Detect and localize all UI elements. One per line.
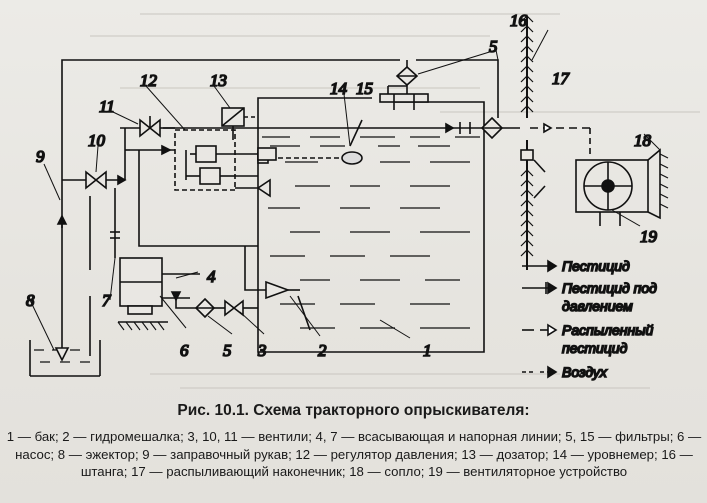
pressure-line bbox=[89, 188, 120, 356]
legend-label: Пестицид bbox=[562, 258, 630, 274]
label-pump: 6 bbox=[180, 341, 189, 360]
label-filter-lid: 15 bbox=[356, 79, 373, 98]
label-level-meter: 14 bbox=[330, 79, 348, 98]
pressure-regulator bbox=[174, 129, 236, 191]
legend-label: Распыленный bbox=[562, 322, 654, 338]
mixer-line bbox=[138, 150, 266, 291]
legend-sprayed: Распыленный пестицид bbox=[522, 321, 654, 357]
label-tank: 1 bbox=[423, 341, 432, 360]
label-filter-top: 5 bbox=[489, 37, 498, 56]
legend-air: Воздух bbox=[522, 363, 609, 381]
legend-label: Воздух bbox=[562, 364, 608, 380]
label-suction-line: 4 bbox=[207, 267, 216, 286]
label-hydromixer: 2 bbox=[318, 341, 327, 360]
valve-10 bbox=[62, 128, 130, 190]
filter-tank-lid bbox=[379, 85, 429, 110]
label-valve-3: 3 bbox=[257, 341, 267, 360]
label-fan: 19 bbox=[640, 227, 658, 246]
doser bbox=[221, 107, 258, 140]
label-spray-tip: 17 bbox=[552, 69, 571, 88]
sprayer-schematic: 1 2 3 4 5 5 6 7 8 9 10 11 12 13 14 15 16… bbox=[25, 10, 700, 389]
label-pressure-line: 7 bbox=[102, 291, 112, 310]
figure-explanation: 1 — бак; 2 — гидромешалка; 3, 10, 11 — в… bbox=[6, 429, 702, 479]
callout-labels: 1 2 3 4 5 5 6 7 8 9 10 11 12 13 14 15 16… bbox=[25, 10, 658, 361]
filter-top bbox=[395, 60, 419, 96]
tank bbox=[257, 97, 485, 353]
legend-label: Пестицид под bbox=[562, 280, 657, 296]
label-doser: 13 bbox=[210, 71, 227, 90]
label-fill-hose: 9 bbox=[36, 147, 45, 166]
figure-caption: Рис. 10.1. Схема тракторного опрыскивате… bbox=[177, 402, 530, 419]
label-filter-bottom: 5 bbox=[223, 341, 232, 360]
label-boom: 16 bbox=[510, 11, 528, 30]
pump bbox=[117, 257, 200, 331]
legend-pesticide: Пестицид bbox=[522, 257, 631, 275]
label-nozzle: 18 bbox=[634, 131, 652, 150]
fan-unit bbox=[575, 148, 669, 226]
legend-pressure: Пестицид под давлением bbox=[522, 279, 658, 315]
label-valve-10: 10 bbox=[88, 131, 106, 150]
boom bbox=[520, 15, 546, 270]
ejector bbox=[29, 178, 101, 377]
line-to-boom bbox=[163, 116, 591, 158]
valve-11 bbox=[120, 116, 175, 156]
figure-legend-text: 1 — бак; 2 — гидромешалка; 3, 10, 11 — в… bbox=[6, 428, 702, 481]
suction-line bbox=[170, 291, 258, 319]
legend-label: пестицид bbox=[562, 340, 628, 356]
label-valve-11: 11 bbox=[99, 97, 115, 116]
leader-lines bbox=[29, 29, 661, 351]
legend-label: давлением bbox=[562, 298, 633, 314]
hydromixer bbox=[265, 280, 311, 331]
label-ejector: 8 bbox=[26, 291, 35, 310]
label-regulator: 12 bbox=[140, 71, 158, 90]
legend: Пестицид Пестицид под давлением Распылен… bbox=[522, 257, 658, 381]
regulator-outlets bbox=[235, 147, 277, 198]
